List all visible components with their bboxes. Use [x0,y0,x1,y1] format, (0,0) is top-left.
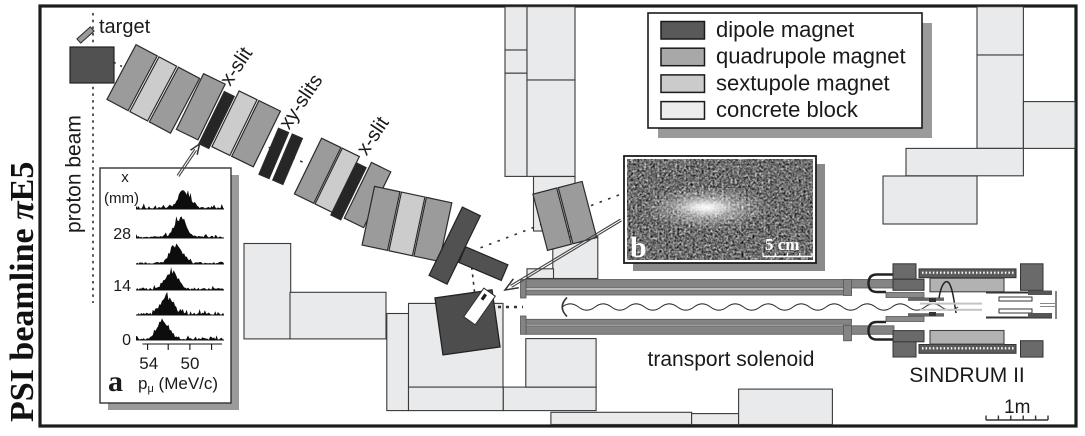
svg-text:dipole magnet: dipole magnet [716,17,854,42]
svg-text:x: x [121,169,129,186]
svg-text:SINDRUM II: SINDRUM II [909,364,1025,387]
svg-text:28: 28 [113,226,131,243]
svg-text:5 cm: 5 cm [765,235,799,254]
svg-text:PSI beamline πE5: PSI beamline πE5 [4,162,41,422]
svg-text:proton beam: proton beam [63,115,86,233]
svg-text:target: target [99,16,151,38]
svg-text:(mm): (mm) [104,190,139,207]
svg-text:0: 0 [122,332,131,349]
svg-text:concrete block: concrete block [716,97,859,122]
svg-text:1m: 1m [1004,397,1030,418]
svg-text:pμ (MeV/c): pμ (MeV/c) [138,374,218,395]
svg-text:sextupole magnet: sextupole magnet [716,70,890,95]
svg-text:b: b [630,231,647,264]
svg-text:quadrupole magnet: quadrupole magnet [716,44,906,69]
svg-text:14: 14 [113,278,131,295]
svg-text:transport solenoid: transport solenoid [648,348,815,371]
svg-text:a: a [108,365,123,398]
svg-text:50: 50 [181,354,200,373]
svg-text:54: 54 [139,354,158,373]
